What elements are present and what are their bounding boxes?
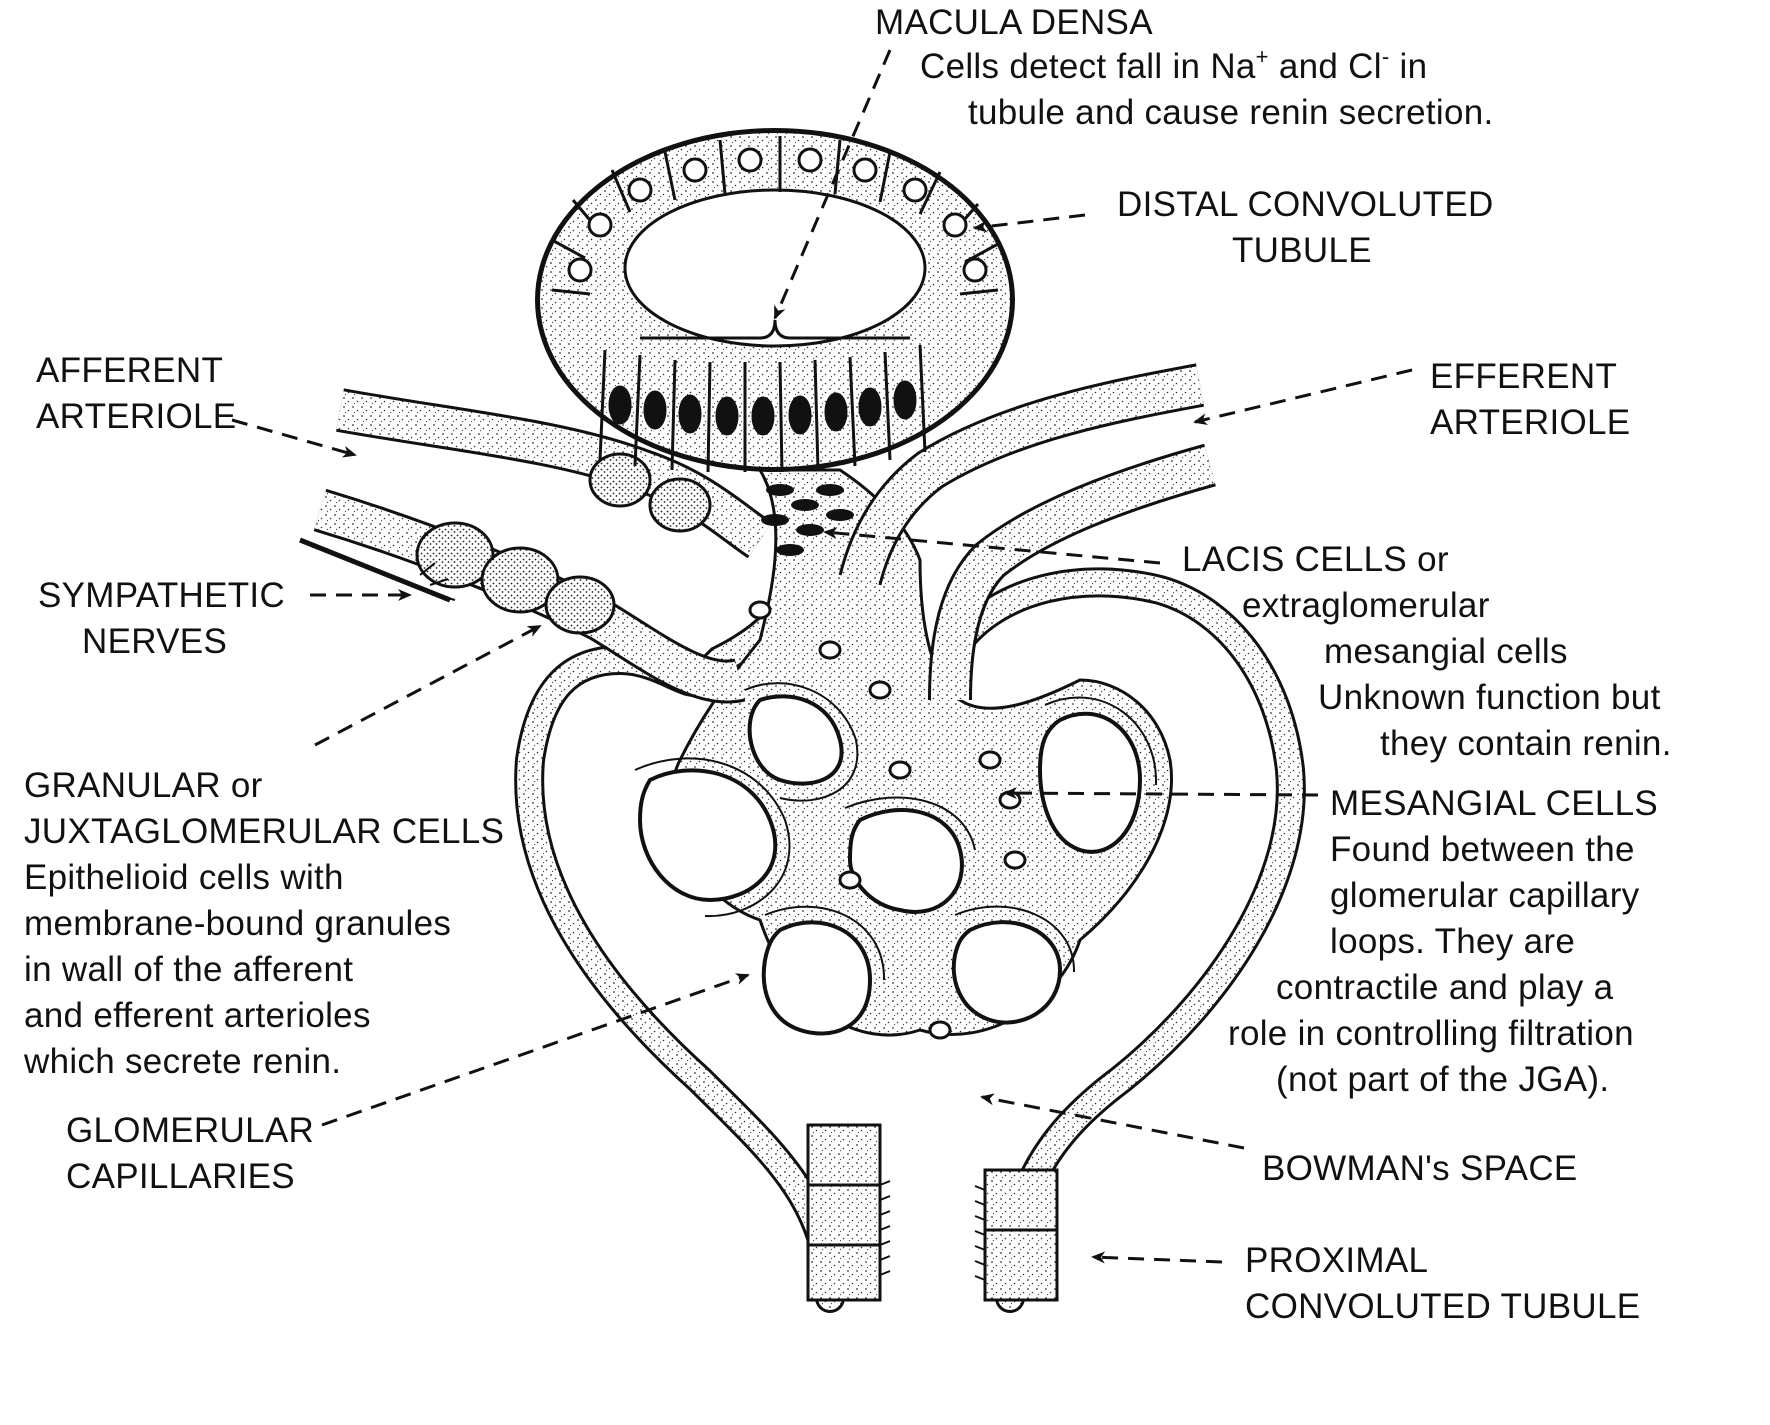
macula-densa-brace — [640, 319, 910, 340]
mesangial-line1: MESANGIAL CELLS — [1330, 784, 1659, 823]
granular-cells — [415, 452, 712, 635]
granular-line5: in wall of the afferent — [24, 950, 354, 989]
granular-line1: GRANULAR or — [24, 766, 263, 805]
distal-tubule-line2: TUBULE — [1232, 231, 1372, 270]
granular-line3: Epithelioid cells with — [24, 858, 344, 897]
label-macula-densa-description: Cells detect fall in Na+ and Cl- in tubu… — [920, 44, 1494, 136]
label-proximal-convoluted-tubule: PROXIMAL CONVOLUTED TUBULE — [1245, 1238, 1640, 1330]
label-glomerular-capillaries: GLOMERULAR CAPILLARIES — [66, 1108, 314, 1200]
sympathetic-line1: SYMPATHETIC — [38, 576, 286, 615]
glomerular-line1: GLOMERULAR — [66, 1111, 315, 1150]
label-macula-densa: MACULA DENSA — [875, 0, 1153, 46]
label-bowmans-space: BOWMAN's SPACE — [1262, 1146, 1578, 1192]
granular-line6: and efferent arterioles — [24, 996, 371, 1035]
afferent-line1: AFFERENT — [36, 351, 224, 390]
macula-densa-cells — [598, 344, 927, 473]
leader-lines — [231, 49, 1413, 1264]
mesangial-line7: (not part of the JGA). — [1276, 1060, 1610, 1099]
efferent-arteriole-wall — [838, 363, 1216, 701]
brush-border — [879, 1180, 986, 1281]
mesangial-line6: role in controlling filtration — [1228, 1014, 1634, 1053]
lacis-line2: extraglomerular — [1242, 586, 1490, 625]
bowmans-line1: BOWMAN's SPACE — [1262, 1149, 1578, 1188]
label-efferent-arteriole: EFFERENT ARTERIOLE — [1430, 354, 1630, 446]
mesangial-line4: loops. They are — [1330, 922, 1576, 961]
label-afferent-arteriole: AFFERENT ARTERIOLE — [36, 348, 236, 440]
sympathetic-line2: NERVES — [82, 622, 228, 661]
mesangial-line5: contractile and play a — [1276, 968, 1614, 1007]
granular-line2: JUXTAGLOMERULAR CELLS — [24, 812, 505, 851]
macula-densa-title: MACULA DENSA — [875, 3, 1153, 42]
mesangial-line2: Found between the — [1330, 830, 1635, 869]
label-sympathetic-nerves: SYMPATHETIC NERVES — [38, 573, 285, 665]
macula-densa-desc-line1: Cells detect fall in Na+ and Cl- in — [920, 44, 1428, 87]
sympathetic-nerve — [299, 537, 456, 603]
distal-convoluted-tubule — [535, 128, 1015, 473]
proximal-line1: PROXIMAL — [1245, 1241, 1429, 1280]
proximal-tubule-cells — [806, 1123, 1059, 1302]
distal-tubule-line1: DISTAL CONVOLUTED — [1117, 185, 1494, 224]
glomerular-capillary-loops — [634, 682, 1158, 1036]
efferent-line2: ARTERIOLE — [1430, 403, 1631, 442]
lacis-line5: they contain renin. — [1380, 724, 1672, 763]
macula-densa-desc-line2: tubule and cause renin secretion. — [968, 93, 1494, 132]
lacis-line4: Unknown function but — [1318, 678, 1661, 717]
label-distal-convoluted-tubule: DISTAL CONVOLUTED TUBULE — [1117, 182, 1494, 274]
lacis-cells — [761, 484, 854, 556]
glomerular-line2: CAPILLARIES — [66, 1157, 295, 1196]
lacis-line3: mesangial cells — [1324, 632, 1568, 671]
label-granular-cells: GRANULAR or JUXTAGLOMERULAR CELLS Epithe… — [24, 763, 504, 1085]
afferent-line2: ARTERIOLE — [36, 397, 237, 436]
efferent-line1: EFFERENT — [1430, 357, 1618, 396]
label-mesangial-cells: MESANGIAL CELLS Found between the glomer… — [1228, 781, 1658, 1103]
label-lacis-cells: LACIS CELLS or extraglomerular mesangial… — [1182, 537, 1672, 767]
mesangial-line3: glomerular capillary — [1330, 876, 1640, 915]
lacis-line1: LACIS CELLS or — [1182, 540, 1449, 579]
proximal-line2: CONVOLUTED TUBULE — [1245, 1287, 1641, 1326]
granular-line7: which secrete renin. — [24, 1042, 342, 1081]
granular-line4: membrane-bound granules — [24, 904, 452, 943]
